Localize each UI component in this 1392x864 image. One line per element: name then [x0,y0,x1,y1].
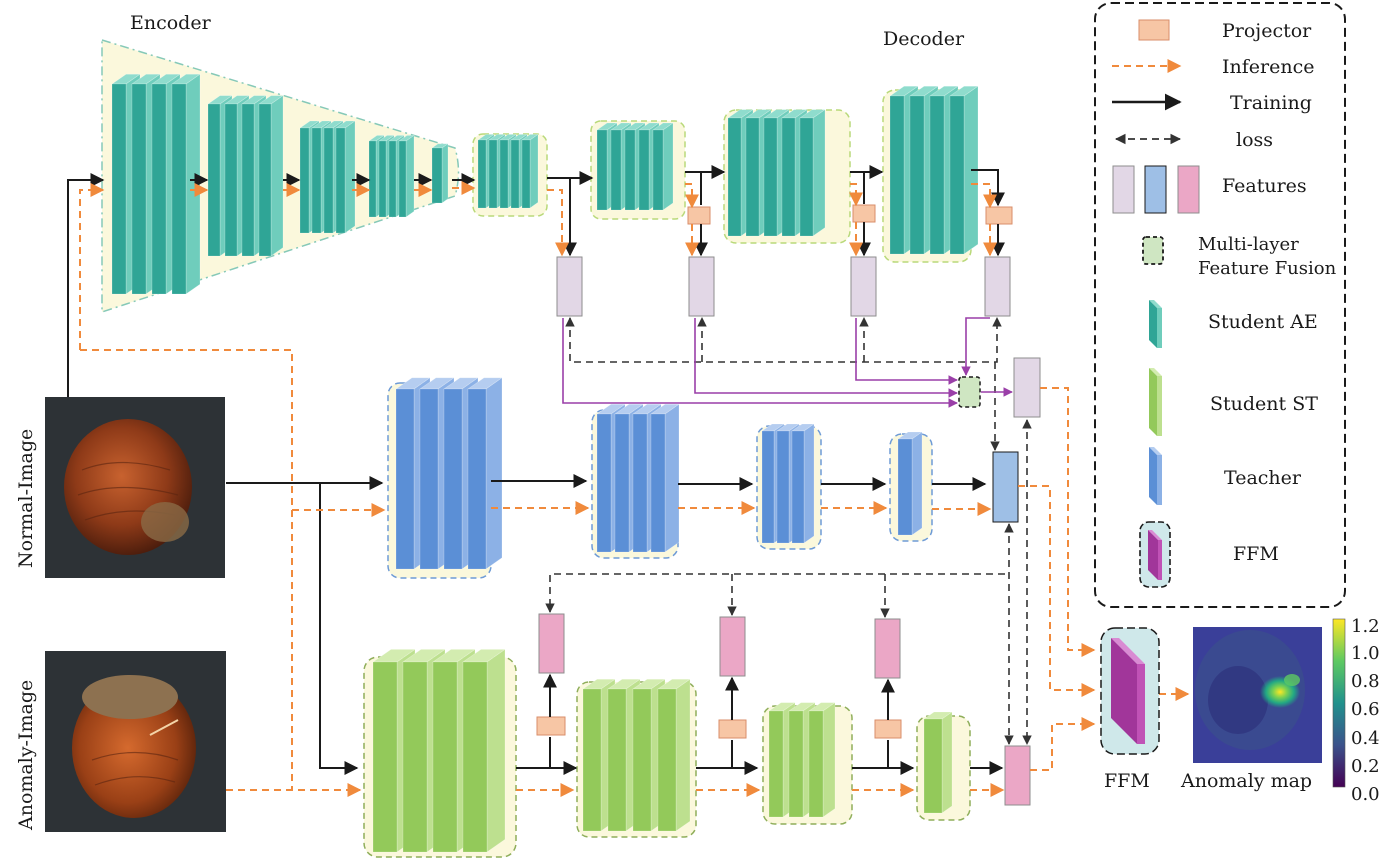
ffm-output-label: FFM [1104,770,1150,792]
feature-swatch-lavender [1112,165,1135,214]
student-st-swatch [1149,368,1162,436]
projector-swatch [1138,19,1170,41]
legend-training: Training [1230,92,1312,114]
colorbar-tick: 0.6 [1351,699,1380,720]
legend-student-ae: Student AE [1208,311,1318,333]
student-ae-swatch [1149,300,1162,348]
legend-ffm: FFM [1233,543,1279,565]
decoder-block-1 [477,133,539,209]
encoder-block-2 [207,95,284,257]
anomaly-map-label: Anomaly map [1180,770,1312,792]
encoder-label: Encoder [130,12,212,34]
layer-blocks [111,73,979,853]
decoder-block-3 [727,109,826,237]
colorbar-tick: 0.4 [1351,728,1380,749]
normal-image [45,397,225,578]
legend-student-st: Student ST [1210,393,1318,415]
encoder-block-4 [368,134,415,218]
legend: Projector Inference Training loss Featur… [1094,2,1346,608]
encoder-block-3 [299,120,356,234]
teacher-feature-map [992,451,1019,523]
colorbar-tick: 1.2 [1351,616,1380,637]
colorbar [1332,618,1346,788]
feature-swatch-blue [1144,165,1167,214]
anomaly-map [1193,627,1322,763]
normal-image-label: Normal-Image [15,429,37,568]
st-feature-maps [538,613,1031,806]
teacher-block-4 [897,431,923,536]
anomaly-image-label: Anomaly-Image [15,680,37,831]
legend-fusion-line2: Feature Fusion [1198,258,1337,279]
legend-teacher: Teacher [1224,467,1302,489]
legend-fusion-line1: Multi-layer [1198,234,1299,255]
student-st-block-2 [582,678,691,832]
fusion-swatch [1142,236,1164,265]
feature-swatch-pink [1177,165,1200,214]
student-st-block-3 [768,702,836,818]
colorbar-tick: 0.8 [1351,671,1380,692]
teacher-block-2 [596,403,680,553]
fusion-links [562,317,1013,408]
loss-arrows [545,317,1032,745]
legend-inference: Inference [1222,56,1314,78]
encoder-block-1 [111,73,201,295]
colorbar-tick: 1.0 [1351,643,1380,664]
colorbar-tick: 0.2 [1351,756,1380,777]
fused-feature-map [1013,357,1041,418]
encoder-block-5 [431,143,449,204]
legend-projector: Projector [1222,20,1312,42]
ffm-output-slab [1111,638,1145,744]
decoder-label: Decoder [883,28,965,50]
teacher-block-3 [761,423,815,544]
decoder-block-4 [889,85,979,255]
ae-feature-maps [556,256,1011,317]
student-st-block-1 [372,648,506,853]
multi-layer-fusion-block [958,376,981,408]
teacher-block-1 [395,377,503,570]
decoder-block-2 [596,122,674,211]
student-st-block-4 [923,711,953,814]
inference-arrows [79,181,1190,797]
legend-features: Features [1222,175,1307,197]
training-arrows [67,165,1005,775]
ffm-swatch-slab [1148,530,1162,580]
colorbar-tick: 0.0 [1351,784,1380,805]
anomaly-image [45,651,226,832]
projectors [536,204,1013,739]
legend-loss: loss [1236,129,1273,151]
teacher-swatch [1149,447,1162,505]
colorbar-ticks: 1.2 1.0 0.8 0.6 0.4 0.2 0.0 [1351,616,1380,805]
